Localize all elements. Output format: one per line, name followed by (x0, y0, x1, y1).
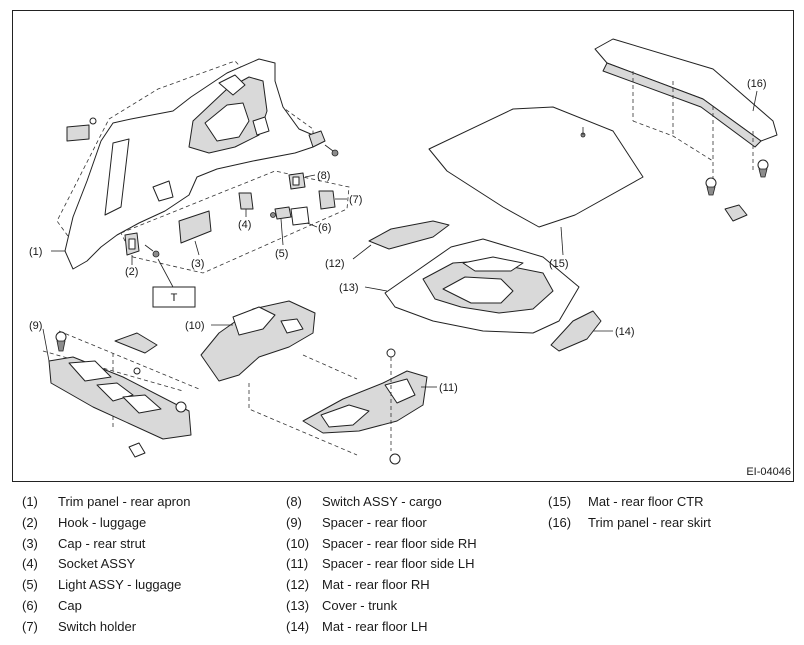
legend-item: (11)Spacer - rear floor side LH (286, 556, 475, 572)
tool-box-label: T (171, 292, 178, 304)
figure-id: EI-04046 (746, 466, 791, 478)
part-mat-rear-floor-ctr (428, 106, 644, 228)
svg-text:(4): (4) (238, 219, 251, 231)
part-hook-luggage (124, 232, 140, 256)
legend-item: (5)Light ASSY - luggage (22, 577, 182, 593)
parts-legend: (1)Trim panel - rear apron (2)Hook - lug… (0, 492, 804, 642)
callout-9: (9) (29, 320, 50, 362)
callout-1: (1) (29, 246, 65, 258)
callout-2: (2) (125, 255, 138, 278)
svg-text:(13): (13) (339, 282, 359, 294)
svg-text:(2): (2) (125, 266, 138, 278)
svg-text:(15): (15) (549, 258, 569, 270)
callout-14: (14) (593, 326, 635, 338)
legend-item: (2)Hook - luggage (22, 514, 147, 530)
part-socket-assy (238, 192, 254, 210)
part-switch-holder (318, 190, 336, 210)
legend-item: (14)Mat - rear floor LH (286, 618, 428, 634)
legend-item: (13)Cover - trunk (286, 597, 398, 613)
part-spacer-rear-floor-side-rh (200, 300, 358, 456)
callout-16: (16) (747, 78, 767, 112)
callout-12: (12) (325, 244, 372, 270)
svg-text:(6): (6) (318, 222, 331, 234)
legend-item: (15)Mat - rear floor CTR (548, 494, 704, 509)
legend-item: (9)Spacer - rear floor (286, 514, 427, 530)
callout-6: (6) (306, 222, 331, 234)
exploded-parts-diagram: T (12, 10, 794, 482)
legend-column-3: (15)Mat - rear floor CTR (16)Trim panel … (548, 492, 711, 534)
legend-item: (10)Spacer - rear floor side RH (286, 535, 477, 551)
legend-item: (1)Trim panel - rear apron (22, 494, 191, 509)
svg-text:(10): (10) (185, 320, 205, 332)
svg-text:(12): (12) (325, 258, 345, 270)
part-trim-panel-rear-skirt (594, 38, 778, 222)
part-mat-rear-floor-rh (368, 220, 450, 250)
legend-column-1: (1)Trim panel - rear apron (2)Hook - lug… (22, 492, 190, 638)
callout-7: (7) (335, 194, 362, 206)
callout-15: (15) (549, 226, 569, 270)
callout-13: (13) (339, 282, 388, 294)
part-cover-trunk (384, 238, 580, 334)
part-cap (290, 206, 310, 226)
svg-text:(8): (8) (317, 170, 330, 182)
svg-text:(14): (14) (615, 326, 635, 338)
svg-text:(11): (11) (439, 382, 458, 394)
svg-text:(5): (5) (275, 248, 288, 260)
bolt-hook-luggage (144, 244, 160, 258)
part-spacer-rear-floor (42, 330, 200, 458)
part-spacer-rear-floor-side-lh (302, 348, 428, 465)
legend-item: (7)Switch holder (22, 618, 137, 634)
clip-rear-apron (308, 130, 339, 157)
svg-text:(7): (7) (349, 194, 362, 206)
legend-item: (3)Cap - rear strut (22, 535, 146, 551)
svg-text:(3): (3) (191, 258, 204, 270)
callout-10: (10) (185, 320, 233, 332)
part-light-assy-luggage (270, 206, 292, 220)
callout-3: (3) (191, 240, 204, 270)
legend-column-2: (8)Switch ASSY - cargo (9)Spacer - rear … (286, 492, 477, 638)
legend-item: (12)Mat - rear floor RH (286, 577, 430, 593)
callout-4: (4) (238, 209, 251, 231)
callout-11: (11) (421, 382, 458, 394)
legend-item: (6)Cap (22, 597, 82, 613)
part-switch-assy-cargo (288, 172, 306, 190)
legend-item: (16)Trim panel - rear skirt (548, 514, 712, 530)
part-mat-rear-floor-lh (550, 310, 602, 352)
callout-8: (8) (304, 170, 330, 182)
callout-5: (5) (275, 218, 288, 260)
svg-text:(1): (1) (29, 246, 42, 258)
legend-item: (4)Socket ASSY (22, 556, 136, 572)
part-cap-rear-strut (178, 210, 212, 244)
tool-box: T (152, 258, 196, 308)
part-trim-panel-rear-apron (56, 58, 314, 270)
svg-text:(16): (16) (747, 78, 767, 90)
legend-item: (8)Switch ASSY - cargo (286, 494, 442, 509)
diagram-canvas: T (29, 38, 791, 478)
svg-text:(9): (9) (29, 320, 42, 332)
